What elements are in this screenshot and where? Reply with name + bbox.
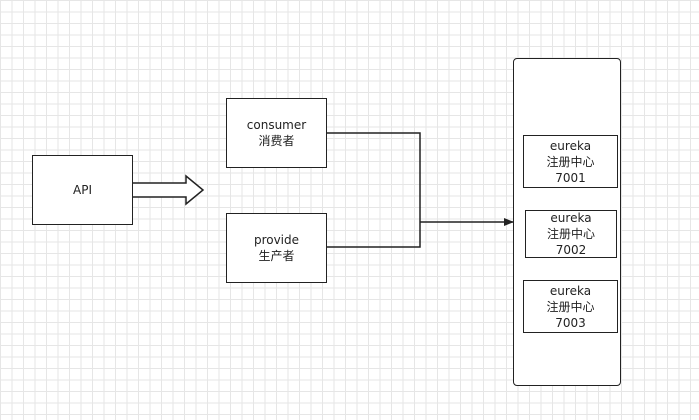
provider-box[interactable]: provide 生产者: [226, 213, 327, 283]
eureka-sublabel: 注册中心: [546, 154, 595, 169]
eureka-label: eureka: [549, 283, 592, 298]
provider-label: provide: [253, 233, 300, 247]
eureka-node-7002[interactable]: eureka 注册中心 7002: [525, 210, 617, 258]
eureka-label: eureka: [549, 138, 592, 153]
provider-connector: [326, 222, 421, 248]
eureka-label: eureka: [550, 211, 592, 225]
eureka-node-7003[interactable]: eureka 注册中心 7003: [523, 280, 618, 333]
consumer-box[interactable]: consumer 消费者: [226, 98, 327, 168]
eureka-port: 7001: [555, 170, 586, 185]
api-box[interactable]: API: [32, 155, 133, 225]
eureka-port: 7002: [555, 243, 587, 257]
consumer-label: consumer: [246, 118, 307, 132]
eureka-sublabel: 注册中心: [546, 227, 595, 241]
eureka-node-7001[interactable]: eureka 注册中心 7001: [523, 135, 618, 188]
block-arrow: [132, 174, 205, 206]
eureka-port: 7003: [555, 315, 586, 330]
api-label: API: [73, 183, 92, 197]
eureka-sublabel: 注册中心: [546, 299, 595, 314]
consumer-sublabel: 消费者: [258, 134, 295, 148]
provider-sublabel: 生产者: [258, 249, 295, 263]
consumer-connector: [326, 132, 421, 222]
